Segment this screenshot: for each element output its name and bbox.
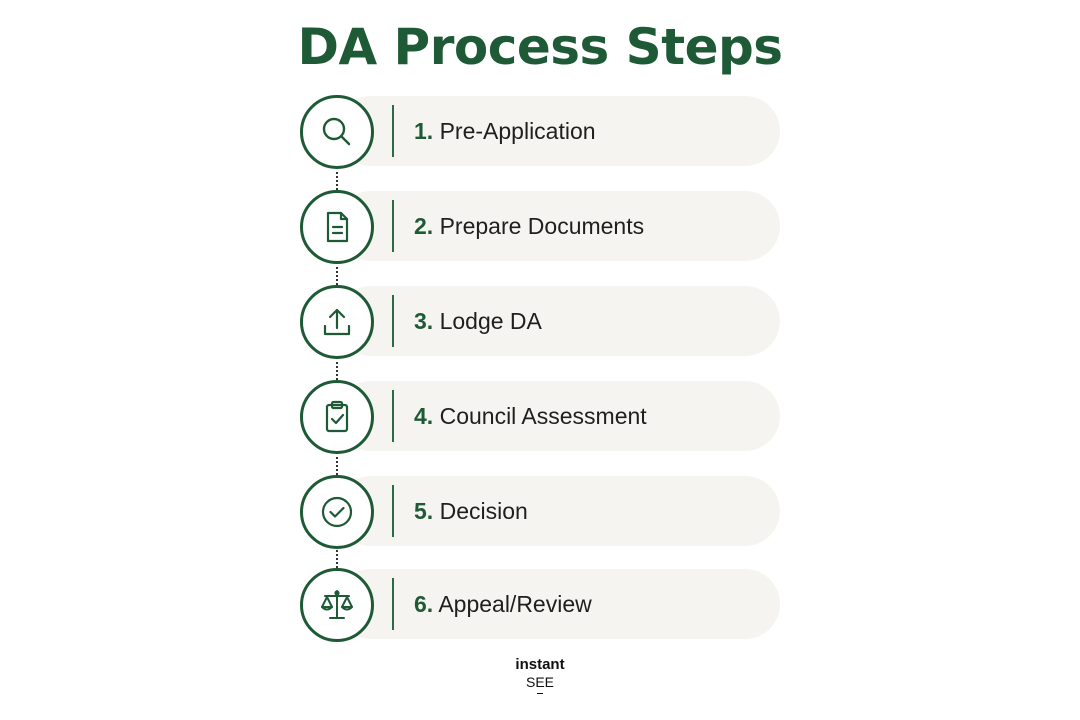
step-icon-circle [300,568,374,642]
step-item: 3. Lodge DA [300,285,780,359]
step-text: Prepare Documents [439,213,645,239]
brand-line1: instant [515,656,565,673]
check-circle-icon [321,496,353,528]
brand-line2: SEE [525,674,554,690]
step-label: 2. Prepare Documents [414,190,644,262]
step-number: 6. [414,591,434,617]
step-pill [336,476,780,546]
step-number: 3. [414,308,434,334]
step-item: 2. Prepare Documents [300,190,780,264]
step-number: 4. [414,403,434,429]
step-text: Council Assessment [439,403,647,429]
step-number: 5. [414,498,434,524]
step-pill [336,569,780,639]
step-label: 3. Lodge DA [414,285,542,357]
step-divider [392,105,394,157]
step-label: 1. Pre-Application [414,95,596,167]
step-item: 5. Decision [300,475,780,549]
step-divider [392,295,394,347]
page-title: DA Process Steps [297,18,783,76]
brand-underline [537,693,543,694]
step-text: Pre-Application [439,118,596,144]
step-connector [336,262,340,285]
step-icon-circle [300,475,374,549]
step-item: 1. Pre-Application [300,95,780,169]
brand-logo: instant SEE [0,656,1080,694]
step-label: 4. Council Assessment [414,380,647,452]
step-pill [336,191,780,261]
step-connector [336,546,340,568]
step-icon-circle [300,380,374,454]
step-label: 6. Appeal/Review [414,568,592,640]
step-item: 4. Council Assessment [300,380,780,454]
step-divider [392,485,394,537]
step-text: Lodge DA [439,308,542,334]
step-divider [392,578,394,630]
step-pill [336,96,780,166]
step-text: Decision [439,498,528,524]
step-connector [336,167,340,190]
step-divider [392,390,394,442]
step-connector [336,452,340,475]
step-text: Appeal/Review [438,591,592,617]
step-icon-circle [300,95,374,169]
step-label: 5. Decision [414,475,528,547]
step-number: 2. [414,213,434,239]
step-icon-circle [300,190,374,264]
upload-icon [323,308,351,336]
step-number: 1. [414,118,434,144]
search-icon [322,117,351,146]
step-connector [336,357,340,380]
step-divider [392,200,394,252]
step-pill [336,381,780,451]
clipboard-check-icon [325,400,349,433]
document-icon [326,211,349,243]
step-icon-circle [300,285,374,359]
step-pill [336,286,780,356]
scales-icon [321,590,353,619]
step-item: 6. Appeal/Review [300,568,780,642]
